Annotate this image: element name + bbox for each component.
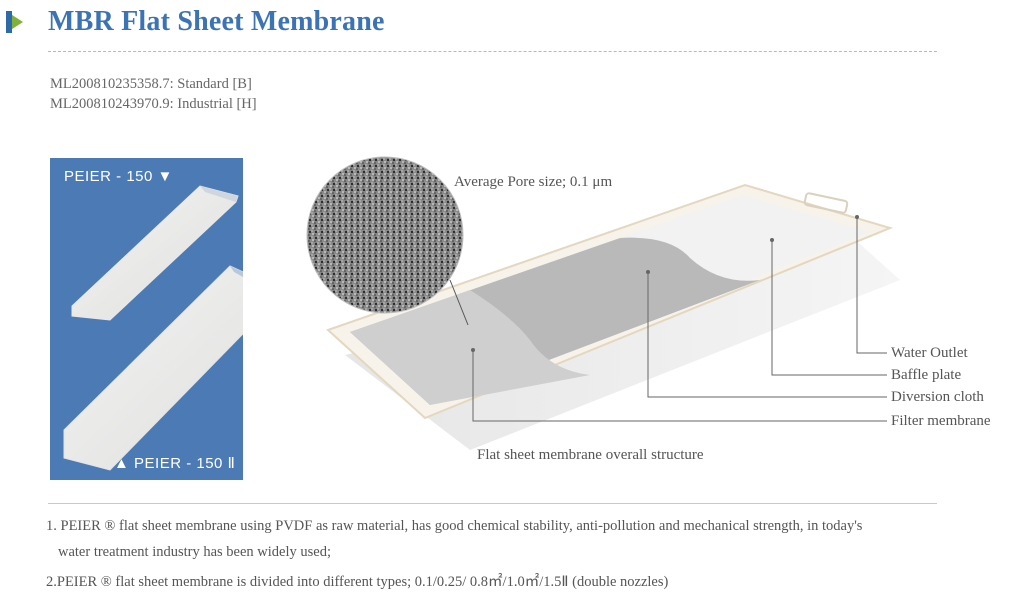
callout-baffle-plate: Baffle plate	[891, 367, 962, 383]
product-label-bottom: ▲ PEIER - 150 Ⅱ	[114, 455, 236, 472]
note-line-2: 2.PEIER ® flat sheet membrane is divided…	[46, 574, 669, 590]
callout-diversion-cloth: Diversion cloth	[891, 389, 984, 405]
product-label-top: PEIER - 150 ▼	[64, 168, 173, 185]
code-industrial: ML200810243970.9: Industrial [H]	[50, 96, 257, 112]
product-codes: ML200810235358.7: Standard [B] ML2008102…	[50, 74, 257, 114]
title-arrow-icon	[6, 11, 23, 33]
dot-baffle-plate	[770, 238, 774, 242]
leader-baffle-plate	[771, 240, 887, 376]
code-standard: ML200810235358.7: Standard [B]	[50, 76, 252, 92]
membrane-structure-diagram	[306, 156, 900, 450]
membrane-sheets-photo	[63, 185, 243, 471]
sheet-large-edge	[230, 266, 243, 277]
dot-water-outlet	[855, 215, 859, 219]
dot-diversion-cloth	[646, 270, 650, 274]
membrane-shadow	[345, 235, 900, 450]
diagram-caption: Flat sheet membrane overall structure	[477, 447, 704, 463]
leader-diversion-cloth	[647, 272, 887, 398]
pore-magnifier	[306, 156, 464, 314]
pore-pointer	[449, 279, 469, 326]
page-title: MBR Flat Sheet Membrane	[48, 6, 385, 37]
notes-divider	[48, 503, 937, 504]
sheet-small-edge	[200, 186, 238, 202]
leader-water-outlet	[856, 217, 887, 354]
water-outlet-tab	[803, 192, 849, 214]
note-line-1: 1. PEIER ® flat sheet membrane using PVD…	[46, 518, 863, 534]
pore-size-label: Average Pore size; 0.1 μm	[454, 174, 613, 190]
callout-water-outlet: Water Outlet	[891, 345, 968, 361]
note-line-1-cont: water treatment industry has been widely…	[58, 544, 332, 560]
callout-filter-membrane: Filter membrane	[891, 413, 991, 429]
filter-membrane	[350, 290, 590, 405]
dot-filter-membrane	[471, 348, 475, 352]
product-photo-panel: PEIER - 150 ▼ ▲ PEIER - 150 Ⅱ	[50, 158, 243, 480]
leader-filter-membrane	[472, 350, 887, 422]
title-divider	[48, 51, 937, 52]
